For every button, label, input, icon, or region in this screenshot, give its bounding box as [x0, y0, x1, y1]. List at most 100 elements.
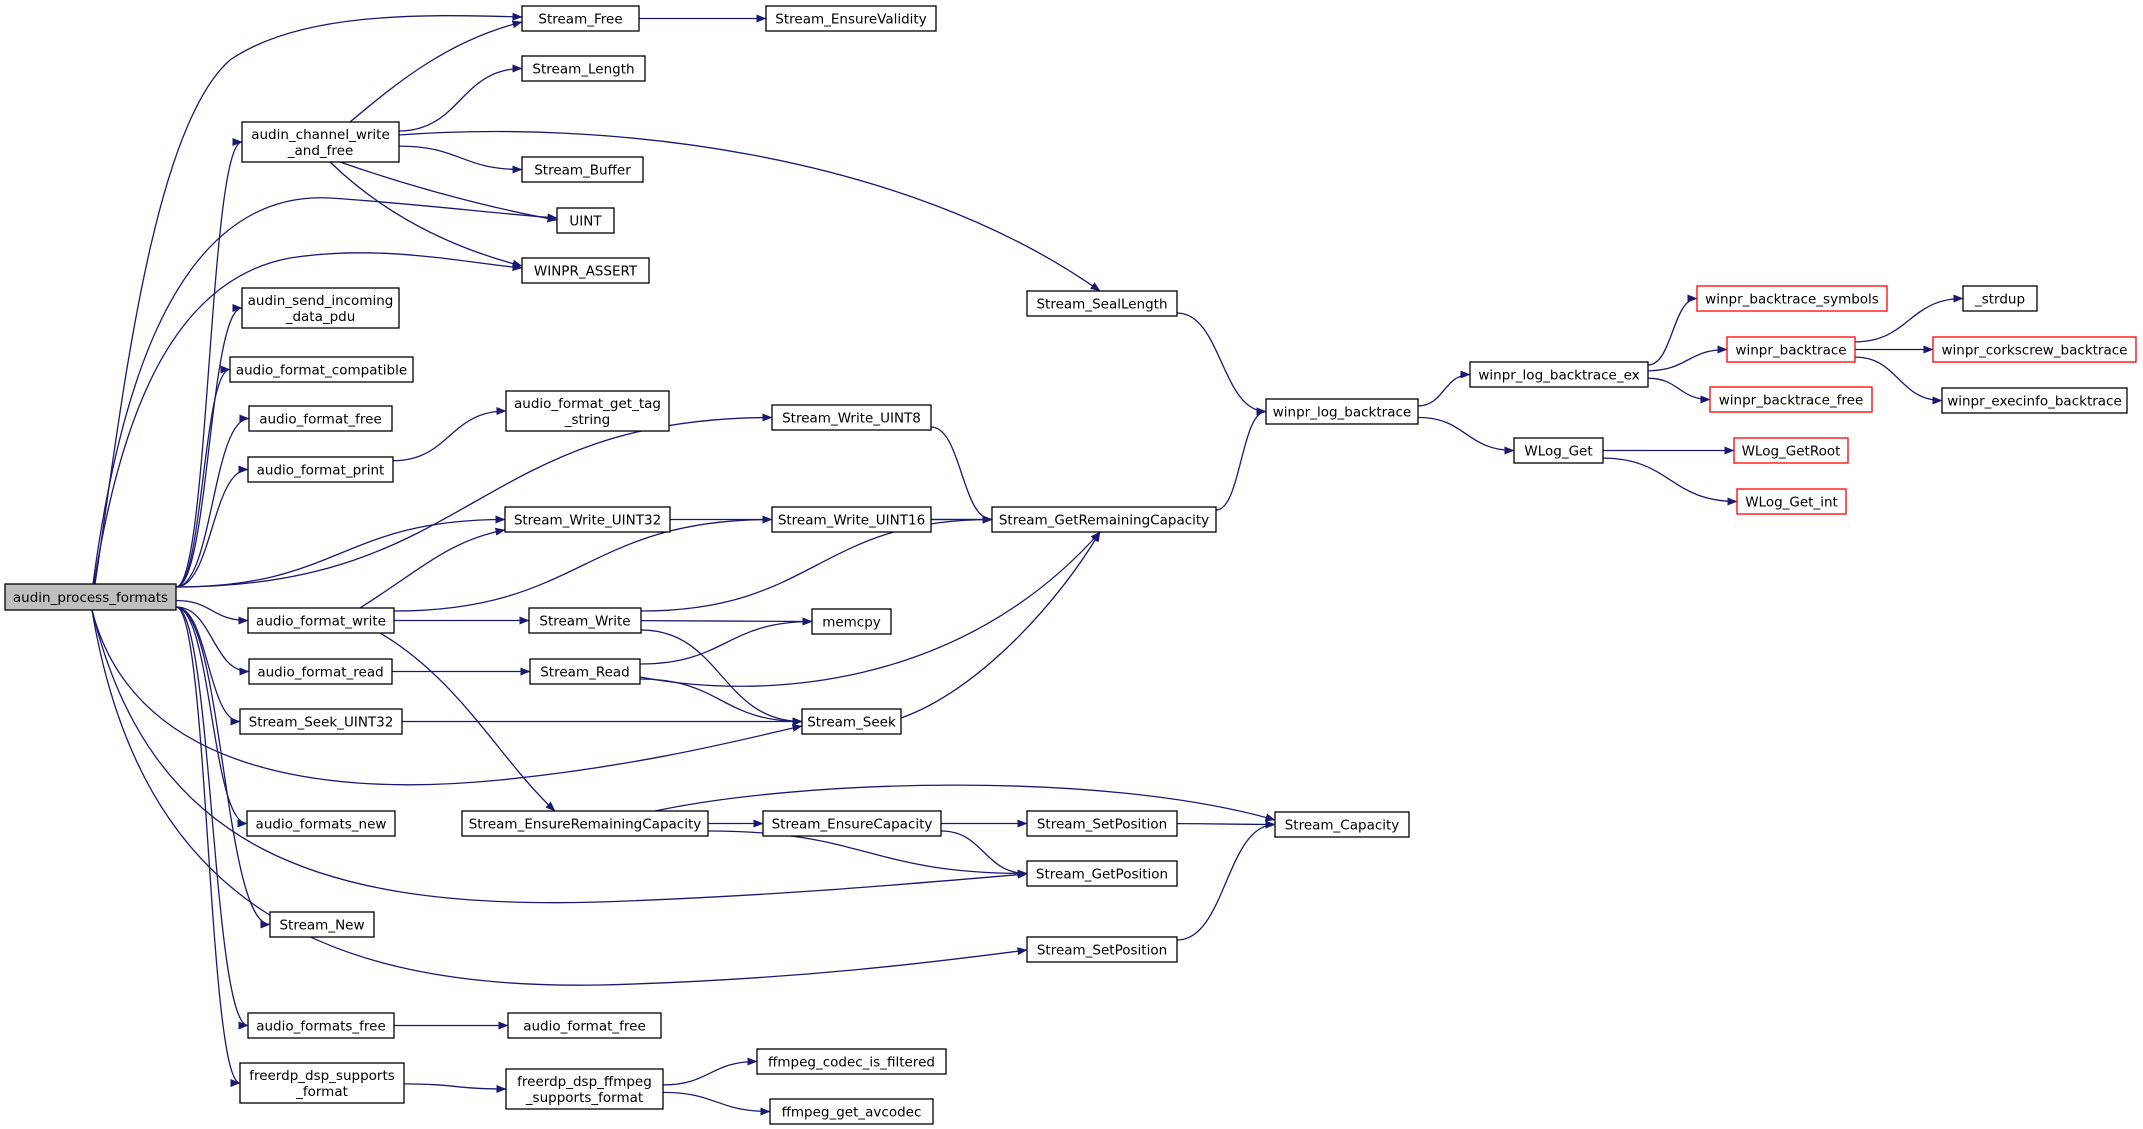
node-stream_write[interactable]: Stream_Write [528, 607, 642, 634]
node-winpr_backtrace_free[interactable]: winpr_backtrace_free [1709, 386, 1873, 413]
node-label: _and_free [287, 143, 354, 159]
node-stream_seallength[interactable]: Stream_SealLength [1026, 290, 1178, 317]
node-audio_format_read[interactable]: audio_format_read [248, 658, 393, 685]
node-box [529, 658, 641, 685]
edge-root-to-stream_setposition_2 [91, 609, 1028, 986]
node-stream_capacity[interactable]: Stream_Capacity [1274, 811, 1410, 838]
edge-winpr_log_backtrace-to-wlog_get [1417, 416, 1515, 455]
edge-freerdp_dsp_ffmpeg-to-ffmpeg_codec_is_filtered [662, 1057, 758, 1086]
node-label: audin_send_incoming [248, 293, 394, 309]
node-audio_formats_free[interactable]: audio_formats_free [247, 1012, 395, 1039]
edge-root-to-audin_channel_write [175, 138, 243, 588]
node-winpr_execinfo_backtrace[interactable]: winpr_execinfo_backtrace [1941, 387, 2128, 414]
node-freerdp_dsp_supports[interactable]: freerdp_dsp_supports_format [239, 1062, 405, 1104]
node-stream_read[interactable]: Stream_Read [529, 658, 641, 685]
node-root[interactable]: audin_process_formats [4, 583, 177, 611]
node-stream_seek[interactable]: Stream_Seek [801, 708, 902, 735]
node-stream_ensureremainingcapacity[interactable]: Stream_EnsureRemainingCapacity [461, 810, 709, 837]
node-box [1736, 488, 1847, 515]
node-label: ffmpeg_codec_is_filtered [768, 1055, 935, 1071]
node-box [247, 607, 395, 634]
node-winpr_backtrace[interactable]: winpr_backtrace [1726, 336, 1856, 363]
node-label: _format [295, 1084, 348, 1100]
edge-root-to-audio_formats_free [175, 606, 249, 1030]
node-stream_ensurevalidity[interactable]: Stream_EnsureValidity [765, 5, 937, 32]
node-audio_format_free_2[interactable]: audio_format_free [507, 1012, 662, 1039]
edge-root-to-audio_format_read [175, 606, 250, 676]
node-stream_setposition_1[interactable]: Stream_SetPosition [1026, 810, 1178, 837]
node-stream_buffer[interactable]: Stream_Buffer [521, 156, 644, 183]
node-stream_getposition[interactable]: Stream_GetPosition [1026, 860, 1178, 887]
node-label: _strdup [1974, 292, 2025, 308]
node-wlog_get_int[interactable]: WLog_Get_int [1736, 488, 1847, 515]
node-box [521, 5, 640, 32]
node-label: memcpy [822, 615, 881, 631]
node-box [241, 287, 400, 329]
node-audio_format_print[interactable]: audio_format_print [247, 456, 394, 483]
node-label: Stream_Write [539, 614, 630, 630]
edge-root-to-freerdp_dsp_supports [175, 606, 241, 1087]
node-box [229, 356, 414, 383]
node-box [1026, 810, 1178, 837]
edge-root-to-audio_format_free_1 [175, 414, 250, 588]
node-stream_write_uint8[interactable]: Stream_Write_UINT8 [771, 404, 932, 431]
node-wlog_get[interactable]: WLog_Get [1513, 437, 1604, 464]
edge-audin_channel_write-to-uint [339, 161, 558, 223]
edge-audin_channel_write-to-stream_buffer [398, 145, 523, 174]
node-stream_write_uint32[interactable]: Stream_Write_UINT32 [504, 506, 671, 533]
node-audin_send_incoming[interactable]: audin_send_incoming_data_pdu [241, 287, 400, 329]
node-box [1941, 387, 2128, 414]
node-stream_free[interactable]: Stream_Free [521, 5, 640, 32]
node-stream_seek_uint32[interactable]: Stream_Seek_UINT32 [239, 708, 403, 735]
node-strdup[interactable]: _strdup [1962, 285, 2038, 312]
node-box [239, 708, 403, 735]
node-stream_write_uint16[interactable]: Stream_Write_UINT16 [771, 506, 932, 533]
node-stream_setposition_2[interactable]: Stream_SetPosition [1026, 936, 1178, 963]
node-winpr_corkscrew_backtrace[interactable]: winpr_corkscrew_backtrace [1932, 336, 2137, 363]
edge-stream_getremainingcapacity-to-winpr_log_backtrace [1215, 407, 1267, 511]
node-uint[interactable]: UINT [556, 207, 615, 234]
node-audio_format_compatible[interactable]: audio_format_compatible [229, 356, 414, 383]
edge-winpr_log_backtrace_ex-to-winpr_backtrace_free [1647, 377, 1711, 404]
node-winpr_log_backtrace[interactable]: winpr_log_backtrace [1265, 398, 1419, 425]
node-label: _string [564, 412, 611, 428]
node-winpr_backtrace_symbols[interactable]: winpr_backtrace_symbols [1696, 285, 1888, 312]
node-stream_ensurecapacity[interactable]: Stream_EnsureCapacity [762, 810, 942, 837]
node-label: winpr_backtrace_free [1719, 393, 1864, 409]
edge-winpr_backtrace-to-winpr_execinfo_backtrace [1854, 356, 1943, 405]
edge-audio_format_write-to-stream_ensureremainingcapacity [379, 632, 556, 812]
node-ffmpeg_codec_is_filtered[interactable]: ffmpeg_codec_is_filtered [756, 1048, 947, 1075]
node-stream_length[interactable]: Stream_Length [521, 55, 646, 82]
edge-stream_seek-to-stream_getremainingcapacity [900, 531, 1101, 719]
edge-stream_write-to-memcpy [640, 617, 813, 626]
node-box [247, 456, 394, 483]
node-wlog_getroot[interactable]: WLog_GetRoot [1733, 437, 1849, 464]
edge-audin_channel_write-to-stream_length [398, 64, 523, 132]
edge-root-to-audio_formats_new [175, 606, 248, 828]
node-audio_format_free_1[interactable]: audio_format_free [248, 405, 393, 432]
node-winpr_assert[interactable]: WINPR_ASSERT [521, 257, 650, 284]
node-label: audio_format_print [257, 463, 385, 479]
node-ffmpeg_get_avcodec[interactable]: ffmpeg_get_avcodec [769, 1098, 934, 1125]
node-winpr_log_backtrace_ex[interactable]: winpr_log_backtrace_ex [1469, 361, 1649, 388]
node-stream_getremainingcapacity[interactable]: Stream_GetRemainingCapacity [991, 506, 1217, 533]
node-audio_formats_new[interactable]: audio_formats_new [246, 810, 396, 837]
node-box [1469, 361, 1649, 388]
edge-stream_ensurecapacity-to-stream_getposition [940, 830, 1028, 878]
edge-winpr_backtrace-to-strdup [1854, 294, 1964, 343]
node-memcpy[interactable]: memcpy [811, 608, 892, 635]
node-box [1932, 336, 2137, 363]
node-label: Stream_EnsureValidity [775, 12, 926, 28]
node-audin_channel_write[interactable]: audin_channel_write_and_free [241, 121, 400, 163]
node-label: Stream_GetRemainingCapacity [999, 513, 1209, 529]
edge-audio_format_write-to-stream_write_uint16 [393, 515, 773, 612]
node-freerdp_dsp_ffmpeg[interactable]: freerdp_dsp_ffmpeg_supports_format [505, 1068, 664, 1110]
edge-wlog_get-to-wlog_get_int [1602, 457, 1738, 506]
edge-root-to-stream_seek [91, 609, 803, 786]
node-label: Stream_Seek_UINT32 [249, 715, 394, 731]
node-audio_format_get_tag[interactable]: audio_format_get_tag_string [505, 390, 670, 432]
node-audio_format_write[interactable]: audio_format_write [247, 607, 395, 634]
node-stream_new[interactable]: Stream_New [269, 911, 375, 938]
node-label: _data_pdu [285, 309, 356, 325]
node-label: audio_format_compatible [236, 363, 407, 379]
